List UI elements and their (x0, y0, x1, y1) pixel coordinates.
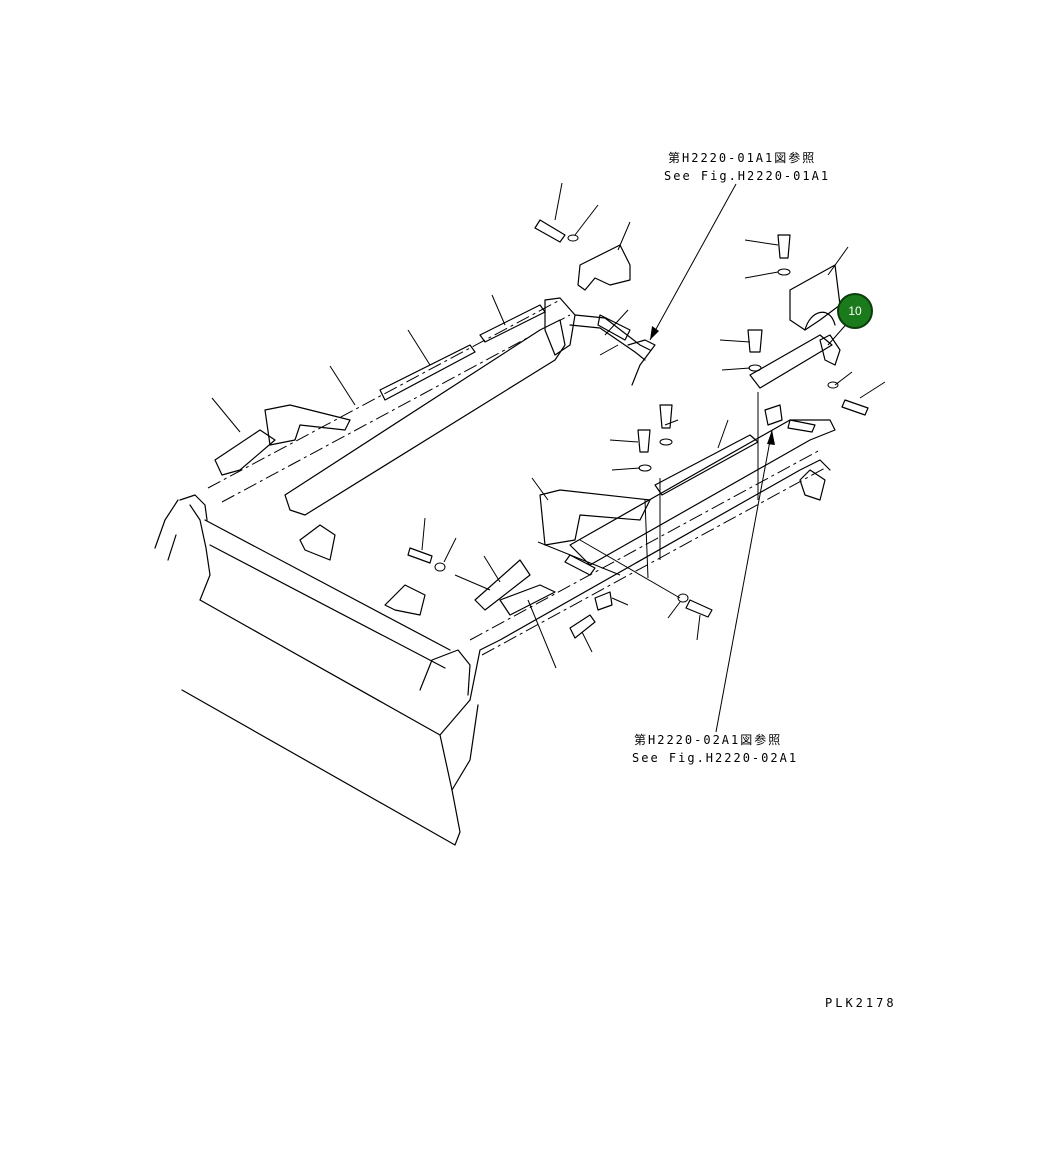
reference-label-jp-top: 第H2220-01A1図参照 (668, 151, 817, 165)
reference-label-jp-bottom: 第H2220-02A1図参照 (634, 733, 783, 747)
dozer-blade (154, 299, 831, 846)
reference-arrows (649, 183, 775, 733)
plate-code: PLK2178 (825, 996, 897, 1010)
part-callout-10[interactable]: 10 (837, 293, 873, 329)
left-frame-arm (214, 297, 651, 516)
bolts-and-washers (407, 219, 869, 639)
reference-label-en-bottom[interactable]: See Fig.H2220-02A1 (632, 751, 799, 765)
right-frame-arm (474, 334, 841, 616)
part-callout-number: 10 (848, 304, 862, 318)
leader-lines (211, 182, 886, 669)
reference-label-en-top[interactable]: See Fig.H2220-01A1 (664, 169, 831, 183)
top-brackets (577, 244, 841, 331)
